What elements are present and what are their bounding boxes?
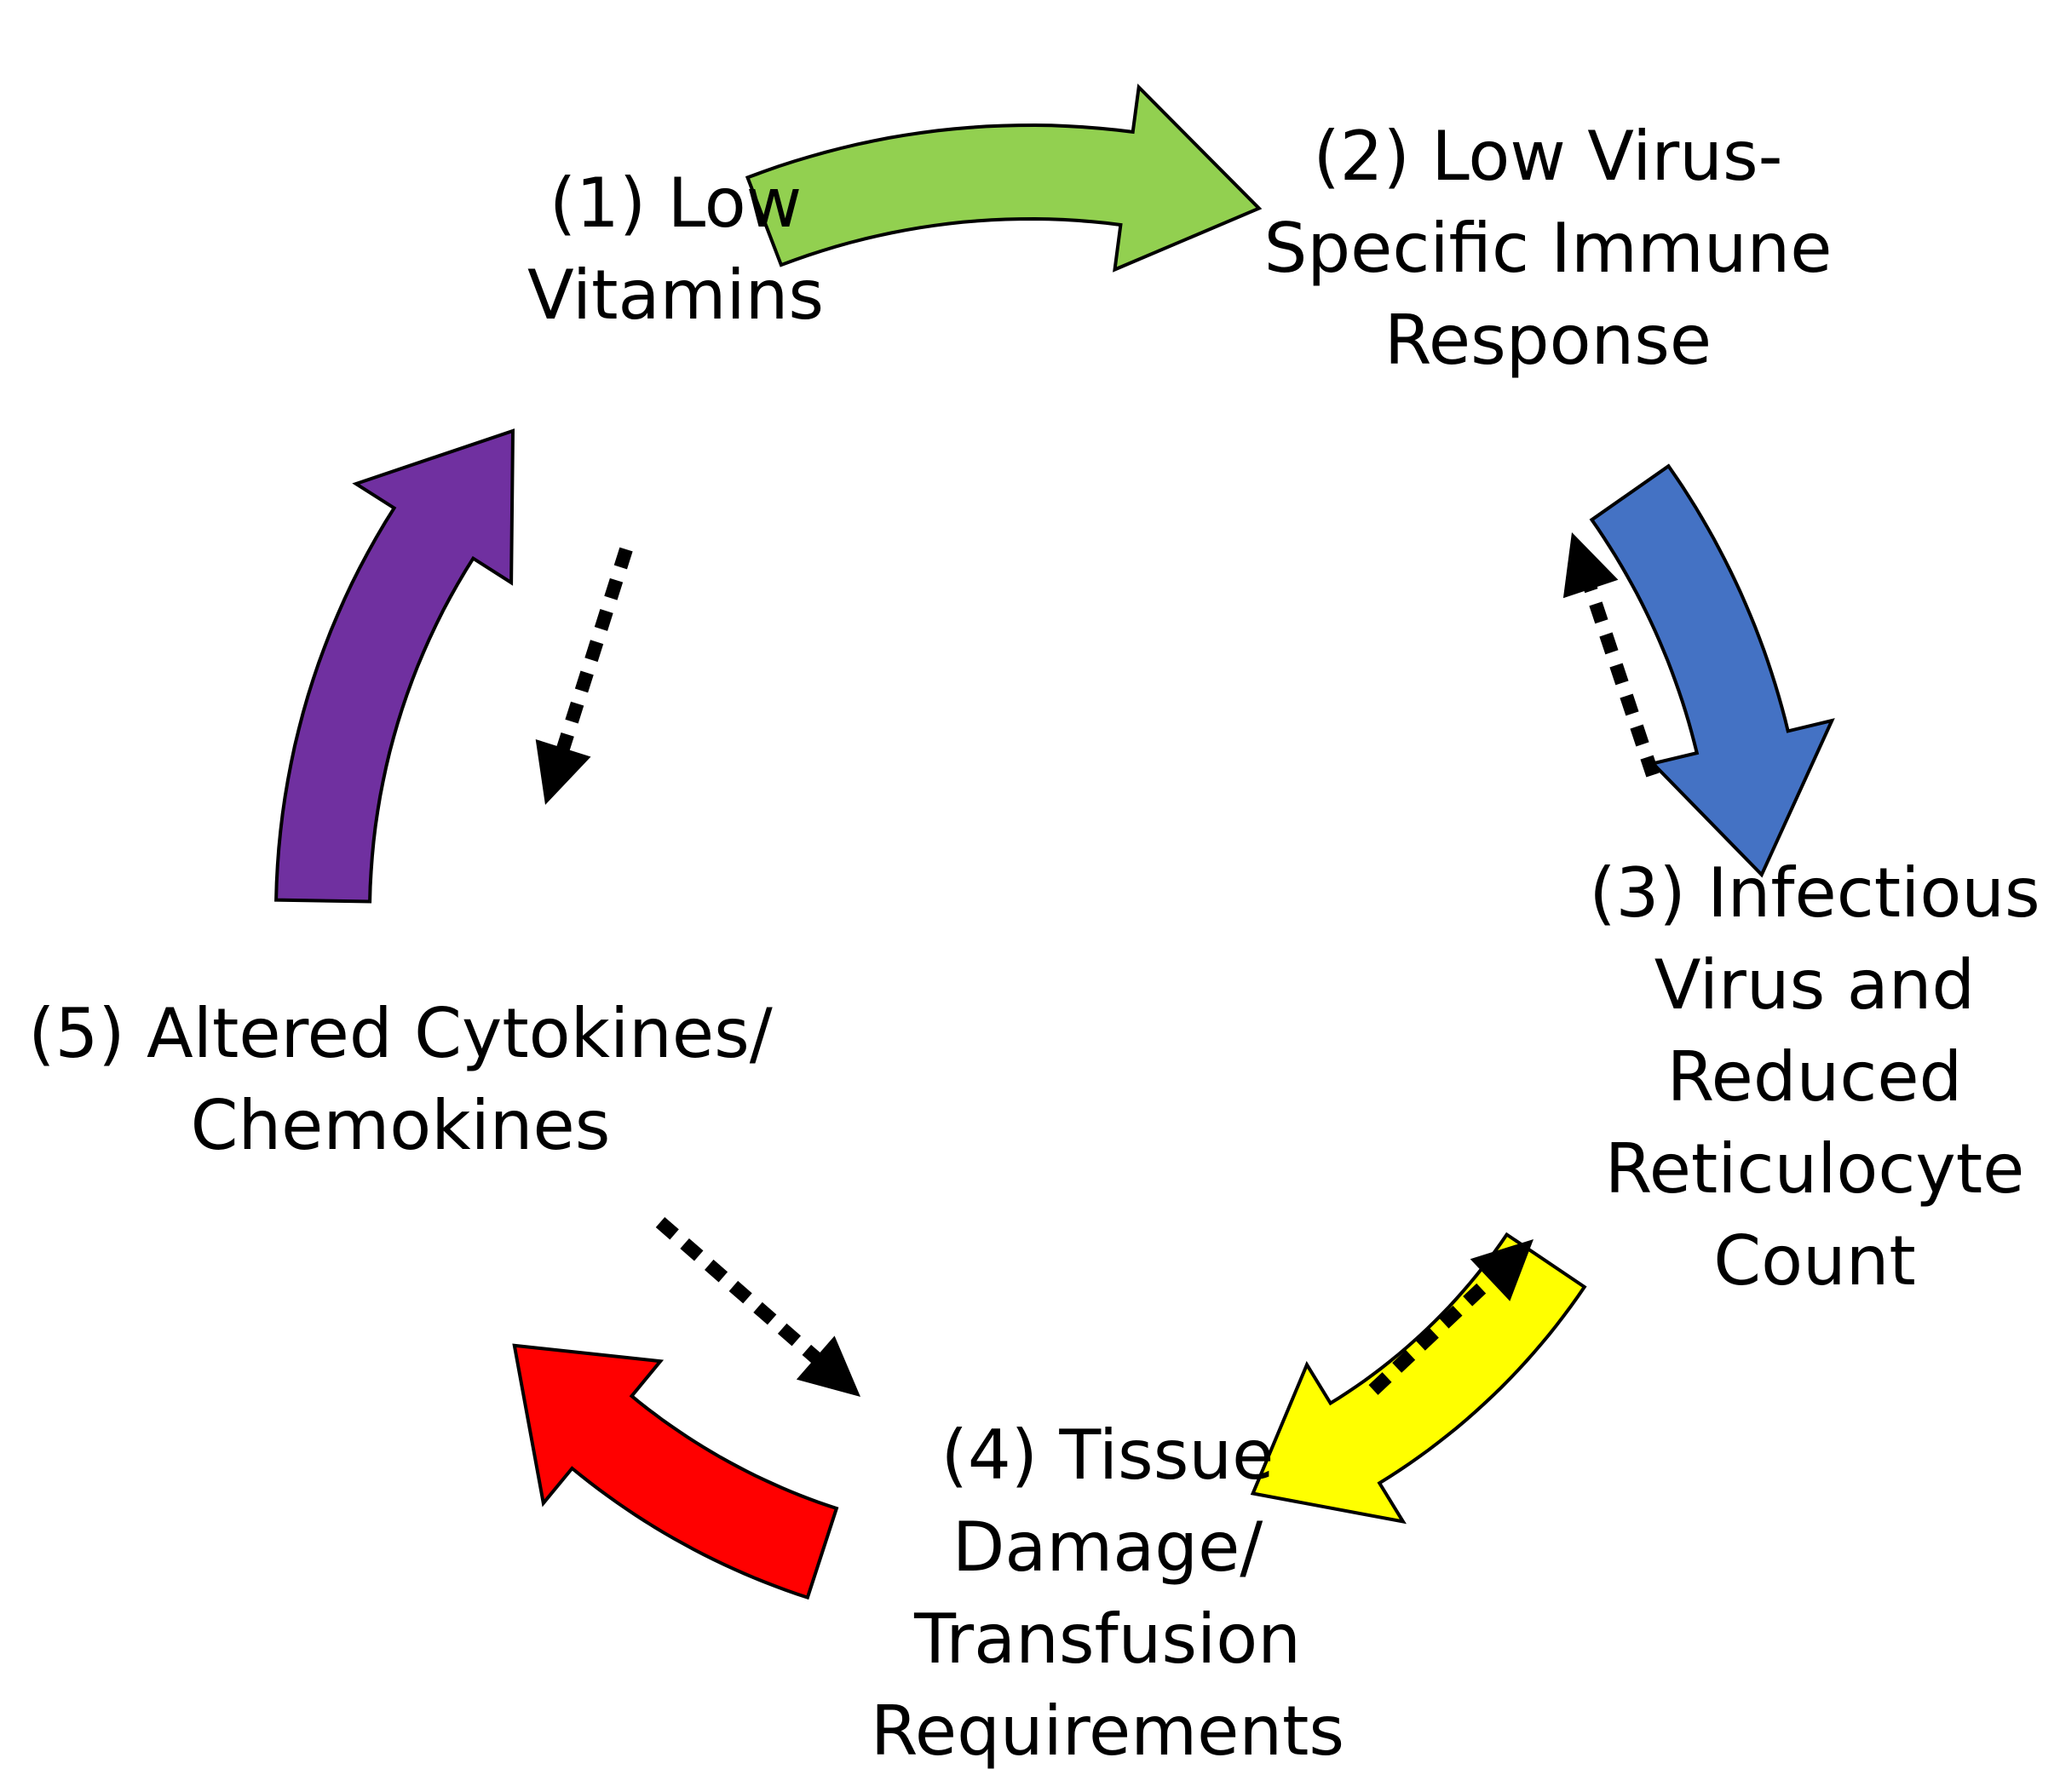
- node-infectious-virus: (3) Infectious Virus and Reduced Reticul…: [1589, 847, 2040, 1307]
- node-label-line: (2) Low Virus-: [1313, 117, 1783, 196]
- node-label-line: Reduced: [1666, 1037, 1963, 1117]
- node-label-line: Response: [1384, 301, 1712, 380]
- feedback-arrowhead-1-5: [535, 739, 591, 805]
- node-label-line: (5) Altered Cytokines/: [28, 994, 773, 1073]
- node-low-vitamins: (1) Low Vitamins: [527, 158, 824, 342]
- feedback-arrowhead-3-2: [1562, 532, 1619, 599]
- cycle-arrow-2-3: [1589, 463, 1835, 878]
- node-label-line: Chemokines: [190, 1086, 611, 1165]
- node-label-line: (4) Tissue: [941, 1416, 1275, 1495]
- node-label-line: Virus and: [1654, 945, 1976, 1025]
- feedback-line-4-3: [1368, 1268, 1502, 1395]
- cycle-arrow-1-2: [745, 83, 1263, 273]
- node-label-line: Count: [1713, 1221, 1916, 1301]
- feedback-arrowhead-5-4: [796, 1335, 860, 1397]
- feedback-line-3-2: [1581, 577, 1660, 778]
- node-low-immune-response: (2) Low Virus- Specific Immune Response: [1264, 111, 1833, 387]
- node-label-line: Damage/: [952, 1508, 1263, 1587]
- cycle-arrow-5-1: [274, 428, 515, 904]
- node-label-line: (3) Infectious: [1589, 853, 2040, 933]
- feedback-line-5-4: [655, 1216, 827, 1369]
- node-tissue-damage: (4) Tissue Damage/ Transfusion Requireme…: [871, 1410, 1344, 1778]
- node-label-line: Requirements: [870, 1691, 1345, 1771]
- node-label-line: Specific Immune: [1263, 209, 1833, 288]
- node-label-line: Transfusion: [914, 1600, 1301, 1679]
- feedback-line-1-5: [554, 547, 633, 759]
- node-altered-cytokines: (5) Altered Cytokines/ Chemokines: [28, 988, 772, 1172]
- feedback-arrowhead-4-3: [1470, 1239, 1533, 1301]
- node-label-line: Vitamins: [527, 256, 825, 335]
- node-label-line: Reticulocyte: [1604, 1129, 2025, 1209]
- node-label-line: (1) Low: [549, 164, 803, 243]
- cycle-arrow-4-5: [512, 1343, 839, 1600]
- cycle-arrow-3-4: [1250, 1232, 1587, 1525]
